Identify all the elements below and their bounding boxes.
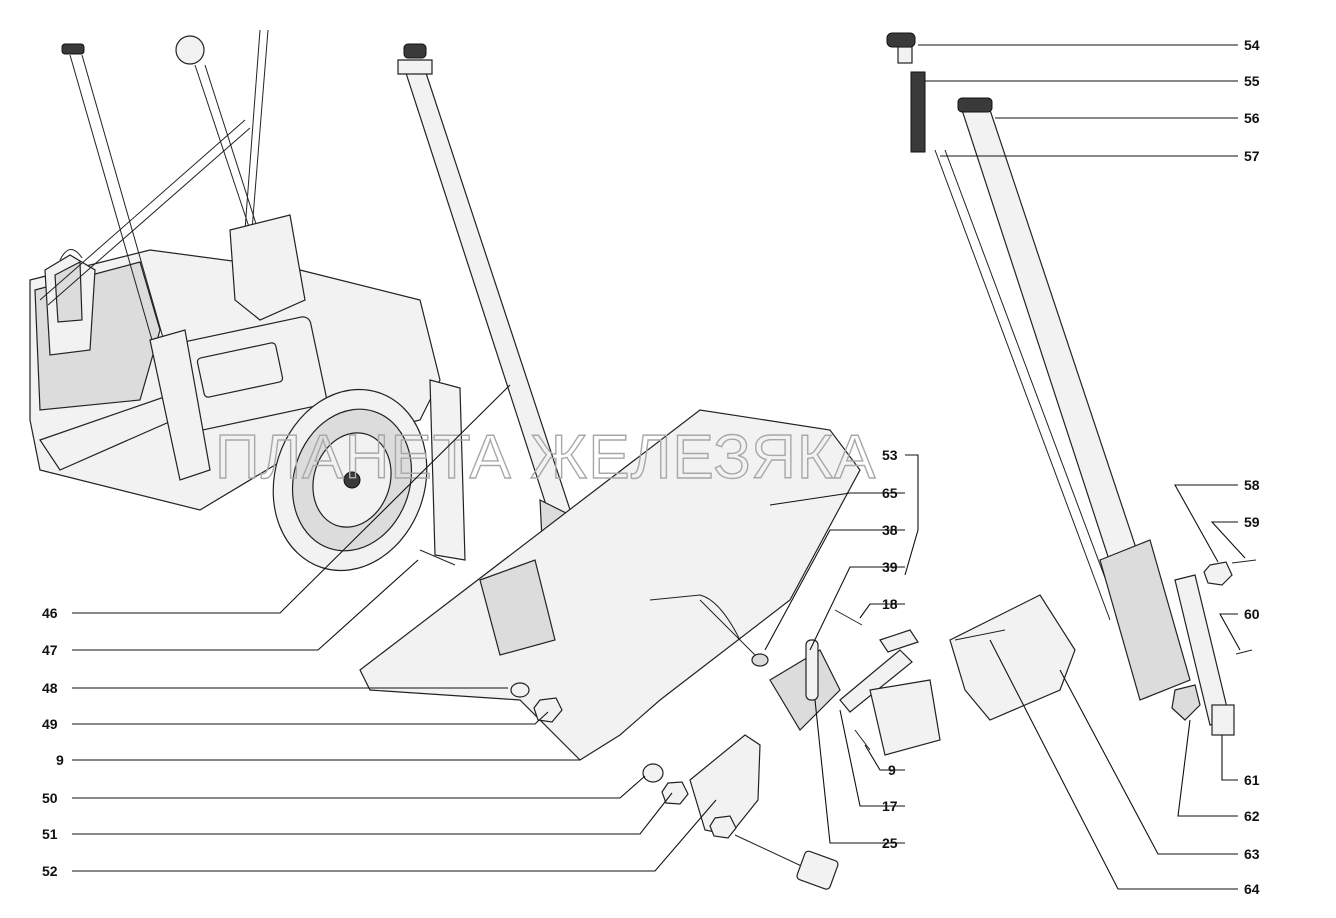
callout-64: 64 bbox=[1244, 881, 1260, 897]
callouts-mid: 53 65 38 39 18 bbox=[882, 447, 898, 612]
callout-50: 50 bbox=[42, 790, 58, 806]
callout-53: 53 bbox=[882, 447, 898, 463]
callout-52: 52 bbox=[42, 863, 58, 879]
lever-linkage bbox=[769, 609, 941, 756]
main-lever-assembly bbox=[359, 43, 861, 761]
callout-56: 56 bbox=[1244, 110, 1260, 126]
fastener-parts bbox=[642, 734, 839, 890]
callout-18: 18 bbox=[882, 596, 898, 612]
callout-9-left: 9 bbox=[56, 752, 64, 768]
callout-60: 60 bbox=[1244, 606, 1260, 622]
callouts-bottom: 9 17 25 61 62 63 64 bbox=[882, 762, 1260, 897]
callout-51: 51 bbox=[42, 826, 58, 842]
leader-lines bbox=[72, 44, 1246, 890]
callout-46: 46 bbox=[42, 605, 58, 621]
callouts-right-mid: 58 59 60 bbox=[1244, 477, 1260, 622]
callout-63: 63 bbox=[1244, 846, 1260, 862]
callout-55: 55 bbox=[1244, 73, 1260, 89]
callout-38: 38 bbox=[882, 522, 898, 538]
callout-61: 61 bbox=[1244, 772, 1260, 788]
callout-25: 25 bbox=[882, 835, 898, 851]
watermark: ПЛАНЕТА ЖЕЛЕЗЯКА bbox=[215, 423, 876, 492]
callouts-right-top: 54 55 56 57 bbox=[1244, 37, 1260, 164]
callouts-left: 46 47 48 49 9 50 51 52 bbox=[42, 605, 64, 879]
callout-49: 49 bbox=[42, 716, 58, 732]
callout-47: 47 bbox=[42, 642, 58, 658]
callout-62: 62 bbox=[1244, 808, 1260, 824]
callout-17: 17 bbox=[882, 798, 898, 814]
callout-9-bottom: 9 bbox=[888, 762, 896, 778]
callout-65: 65 bbox=[882, 485, 898, 501]
callout-39: 39 bbox=[882, 559, 898, 575]
callout-48: 48 bbox=[42, 680, 58, 696]
callout-57: 57 bbox=[1244, 148, 1260, 164]
gearbox-assembly bbox=[29, 29, 466, 572]
callout-59: 59 bbox=[1244, 514, 1260, 530]
callout-54: 54 bbox=[1244, 37, 1260, 53]
callout-58: 58 bbox=[1244, 477, 1260, 493]
right-lever-assembly bbox=[886, 32, 1257, 736]
